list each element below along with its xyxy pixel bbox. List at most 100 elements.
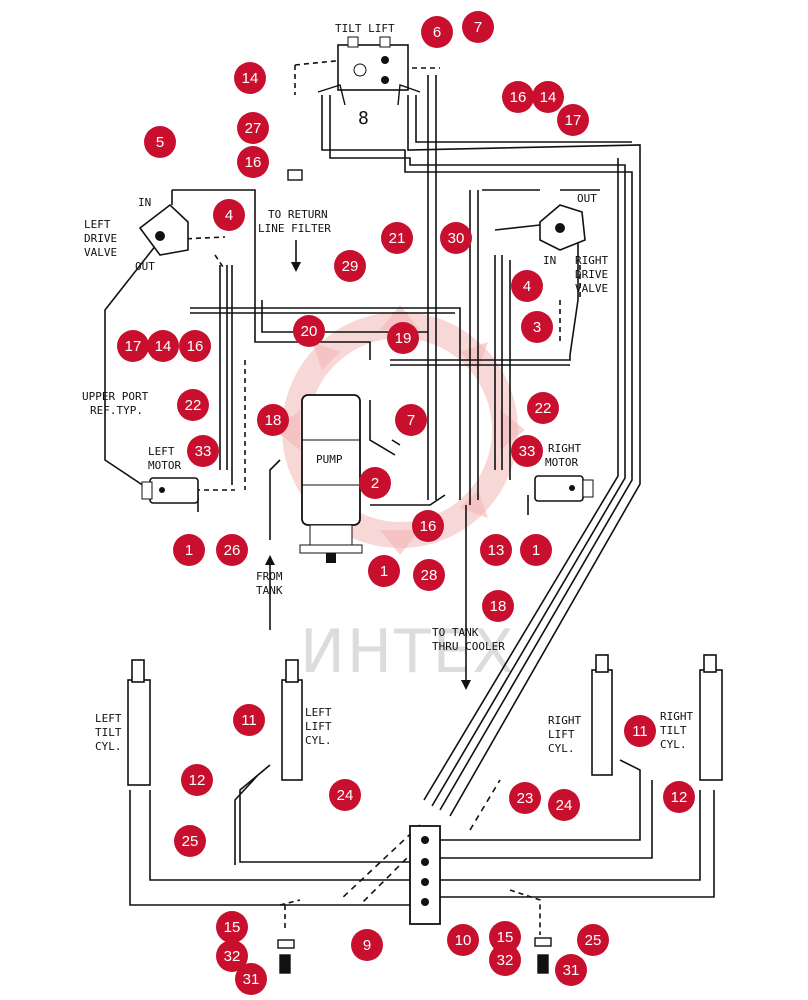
label-right-drive-valve-2: DRIVE — [575, 268, 608, 281]
callout-badge: 24 — [548, 789, 580, 821]
arrow-down-icon — [291, 262, 301, 272]
svg-text:2: 2 — [371, 475, 379, 492]
label-right-tilt-cyl-2: TILT — [660, 724, 687, 737]
svg-text:11: 11 — [632, 723, 648, 740]
callout-badge: 14 — [234, 62, 266, 94]
label-left-tilt-cyl-2: TILT — [95, 726, 122, 739]
callout-badge: 11 — [233, 704, 265, 736]
svg-text:16: 16 — [510, 89, 527, 106]
label-right-drive-valve-1: RIGHT — [575, 254, 608, 267]
callout-badge: 4 — [511, 270, 543, 302]
label-right-lift-cyl-1: RIGHT — [548, 714, 581, 727]
callout-badge: 23 — [509, 782, 541, 814]
callout-badge: 17 — [557, 104, 589, 136]
hose — [321, 95, 633, 811]
hose — [369, 400, 401, 456]
svg-text:33: 33 — [519, 443, 536, 460]
svg-text:1: 1 — [185, 542, 193, 559]
hose — [423, 158, 619, 801]
svg-text:10: 10 — [455, 932, 472, 949]
svg-text:31: 31 — [563, 962, 580, 979]
callout-badges: 6 7 14 27 16 5 4 16 14 17 21 30 29 20 4 … — [117, 11, 695, 995]
callout-badge: 4 — [213, 199, 245, 231]
callout-badge: 24 — [329, 779, 361, 811]
label-right-lift-cyl-2: LIFT — [548, 728, 575, 741]
label-right-lift-cyl-3: CYL. — [548, 742, 575, 755]
callout-badge: 13 — [480, 534, 512, 566]
arrow-down-icon — [461, 680, 471, 690]
right-motor — [534, 475, 594, 502]
label-left-lift-cyl-1: LEFT — [305, 706, 332, 719]
left-tilt-cylinder — [127, 679, 151, 786]
callout-badge: 6 — [421, 16, 453, 48]
callout-badge: 33 — [187, 435, 219, 467]
label-to-tank-2: THRU COOLER — [432, 640, 505, 653]
svg-text:21: 21 — [389, 230, 406, 247]
svg-text:1: 1 — [380, 563, 388, 580]
svg-text:3: 3 — [533, 319, 541, 336]
label-upper-port-1: UPPER PORT — [82, 390, 149, 403]
svg-text:32: 32 — [224, 948, 241, 965]
left-motor — [141, 477, 199, 504]
callout-badge: 3 — [521, 311, 553, 343]
callout-badge: 18 — [482, 590, 514, 622]
svg-text:30: 30 — [448, 230, 465, 247]
svg-text:7: 7 — [474, 19, 482, 36]
callout-badge: 29 — [334, 250, 366, 282]
label-left-lift-cyl-2: LIFT — [305, 720, 332, 733]
right-tilt-cylinder — [699, 669, 723, 781]
callout-badge: 1 — [520, 534, 552, 566]
hose — [234, 764, 410, 865]
svg-text:25: 25 — [182, 833, 199, 850]
svg-text:33: 33 — [195, 443, 212, 460]
label-upper-port-2: REF.TYP. — [90, 404, 143, 417]
cylinders — [127, 654, 723, 786]
callout-badge: 31 — [235, 963, 267, 995]
svg-text:27: 27 — [245, 120, 262, 137]
callout-badge: 1 — [368, 555, 400, 587]
svg-text:22: 22 — [185, 397, 202, 414]
svg-text:28: 28 — [421, 567, 438, 584]
hose — [407, 95, 641, 817]
fittings — [277, 169, 552, 974]
callout-badge: 22 — [527, 392, 559, 424]
svg-text:7: 7 — [407, 412, 415, 429]
right-tilt-rod — [703, 654, 717, 673]
svg-text:6: 6 — [433, 24, 441, 41]
label-pump: PUMP — [316, 453, 343, 466]
callout-badge: 25 — [577, 924, 609, 956]
label-from-tank-1: FROM — [256, 570, 283, 583]
label-valve-center: 8 — [358, 108, 369, 129]
callout-badge: 30 — [440, 222, 472, 254]
svg-text:14: 14 — [155, 338, 172, 355]
svg-text:1: 1 — [532, 542, 540, 559]
callout-badge: 32 — [216, 940, 248, 972]
callout-badge: 27 — [237, 112, 269, 144]
callout-badge: 17 — [117, 330, 149, 362]
callout-badge: 25 — [174, 825, 206, 857]
label-left-drive-valve-3: VALVE — [84, 246, 117, 259]
callout-badge: 31 — [555, 954, 587, 986]
label-in-right: IN — [543, 254, 556, 267]
label-to-return-1: TO RETURN — [268, 208, 328, 221]
arrow-up-icon — [265, 555, 275, 565]
hose — [190, 307, 461, 500]
svg-text:24: 24 — [556, 797, 573, 814]
callout-badge: 33 — [511, 435, 543, 467]
callout-badge: 18 — [257, 404, 289, 436]
callout-badge: 1 — [173, 534, 205, 566]
label-in-left: IN — [138, 196, 151, 209]
pump — [299, 394, 363, 563]
svg-text:16: 16 — [420, 518, 437, 535]
label-right-motor-2: MOTOR — [545, 456, 578, 469]
svg-text:11: 11 — [241, 712, 257, 729]
callout-badge: 19 — [387, 322, 419, 354]
callout-badge: 26 — [216, 534, 248, 566]
right-lift-rod — [595, 654, 609, 673]
svg-text:16: 16 — [245, 154, 262, 171]
callout-badge: 10 — [447, 924, 479, 956]
right-lift-cylinder — [591, 669, 613, 776]
callout-badge: 9 — [351, 929, 383, 961]
label-right-drive-valve-3: VALVE — [575, 282, 608, 295]
callout-badge: 32 — [489, 944, 521, 976]
